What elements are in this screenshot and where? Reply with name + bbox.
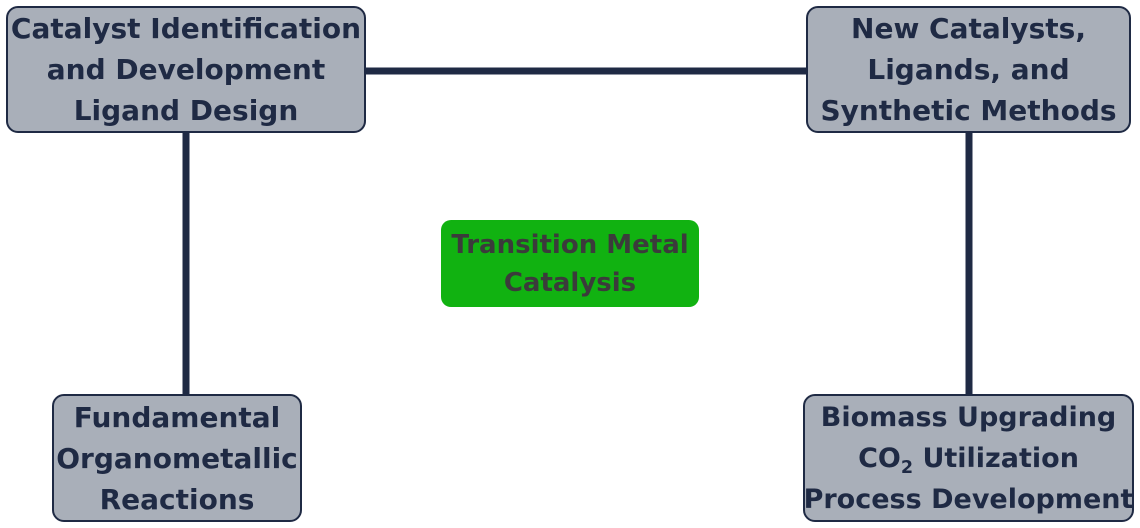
node-text-line: Synthetic Methods [820, 94, 1117, 127]
node-biomass-upgrading: Biomass Upgrading CO2 Utilization Proces… [803, 394, 1134, 522]
central-topic-line: Transition Metal [451, 229, 689, 260]
co2-main: CO [858, 442, 901, 474]
node-fundamental-reactions: Fundamental Organometallic Reactions [52, 394, 302, 522]
central-topic: Transition Metal Catalysis [441, 220, 699, 307]
node-text-line: Process Development [803, 483, 1134, 515]
node-text-line: Fundamental [73, 400, 281, 434]
co2-rest: Utilization [913, 442, 1079, 474]
node-text-line: and Development [46, 53, 326, 86]
node-text-line: Reactions [99, 482, 255, 516]
node-catalyst-identification: Catalyst Identification and Development … [6, 6, 366, 133]
node-text-line: New Catalysts, [851, 12, 1086, 45]
node-text-line: Catalyst Identification [10, 12, 362, 45]
node-text-line: Organometallic [56, 441, 298, 475]
node-text-line: Biomass Upgrading [820, 401, 1117, 433]
co2-subscript: 2 [900, 457, 914, 478]
node-text-line: Ligands, and [867, 53, 1070, 86]
node-new-catalysts: New Catalysts, Ligands, and Synthetic Me… [806, 6, 1131, 133]
node-text-line: Ligand Design [73, 94, 299, 127]
central-topic-line: Catalysis [503, 267, 637, 298]
node-text-line-co2: CO2 Utilization [858, 438, 1079, 479]
